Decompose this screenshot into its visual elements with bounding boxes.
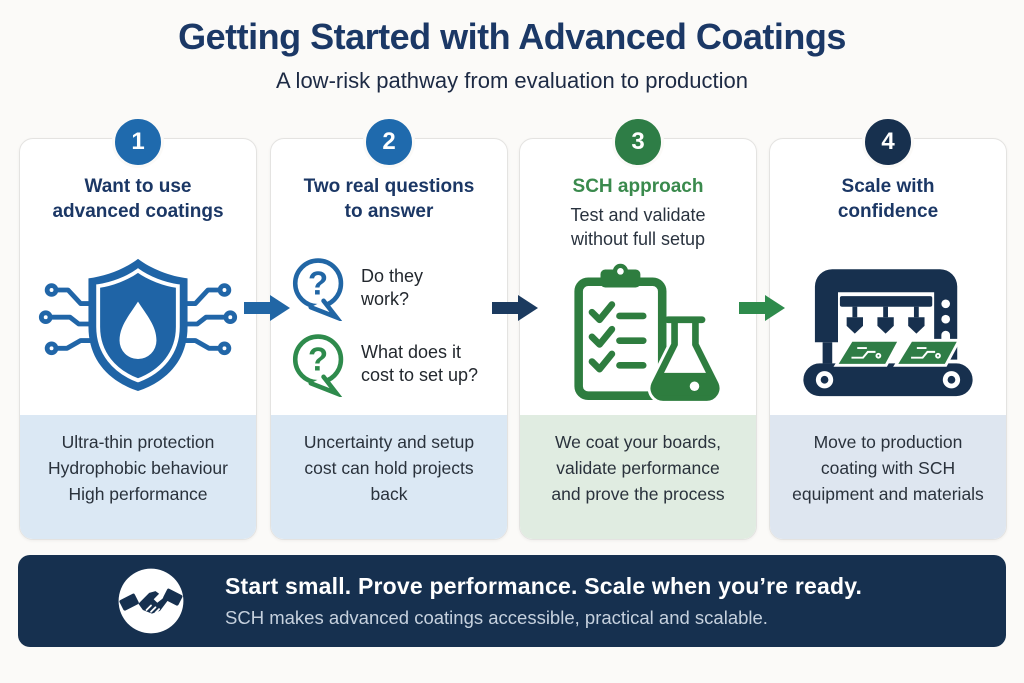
page-subtitle: A low-risk pathway from evaluation to pr… [275, 68, 748, 93]
shield-droplet-circuit-icon [38, 258, 238, 392]
step-4-title: Scale with confidence [837, 176, 939, 222]
clipboard-flask-icon [574, 263, 723, 404]
step-2-number-badge: 2 [363, 116, 415, 168]
step-card-4: 4 Scale with confidence [769, 116, 1007, 540]
step-4-number-badge: 4 [862, 116, 914, 168]
step-3-summary: We coat your boards, validate performanc… [520, 415, 756, 539]
flask-liquid [654, 372, 716, 396]
banner-title: Start small. Prove performance. Scale wh… [225, 573, 863, 599]
question-label: Do they work? [361, 265, 424, 309]
step-3-icon-zone [520, 255, 756, 413]
summary-banner: Start small. Prove performance. Scale wh… [18, 555, 1006, 647]
step-1-number-badge: 1 [112, 116, 164, 168]
checklist-icon [588, 301, 647, 373]
step-2-title: Two real questions to answer [303, 176, 475, 222]
flow-arrow-icon [739, 295, 785, 321]
step-3-number-badge: 3 [612, 116, 664, 168]
step-2-summary: Uncertainty and setup cost can hold proj… [271, 415, 507, 539]
step-1-title: Want to use advanced coatings [52, 176, 224, 222]
banner-text: Start small. Prove performance. Scale wh… [225, 573, 862, 629]
step-3-subtitle: Test and validate without full setup [570, 204, 706, 249]
step-card-3: 3 SCH approach Test and validate without… [519, 116, 757, 540]
conveyor-belt [803, 363, 973, 397]
flow-arrow-icon [244, 295, 290, 321]
coating-machine-icon [803, 269, 973, 397]
question-row: ? What does it cost to set up? [287, 331, 503, 397]
step-1-summary: Ultra-thin protection Hydrophobic behavi… [20, 415, 256, 539]
svg-text:?: ? [308, 340, 328, 377]
step-1-icon-zone [20, 235, 256, 413]
droplet-icon [119, 301, 157, 359]
step-card-2: 2 Two real questions to answer ? Do they… [270, 116, 508, 540]
question-row: ? Do they work? [287, 255, 503, 321]
page-title: Getting Started with Advanced Coatings [178, 16, 846, 57]
svg-text:?: ? [308, 264, 328, 301]
banner-subtitle: SCH makes advanced coatings accessible, … [225, 607, 768, 628]
step-4-summary: Move to production coating with SCH equi… [770, 415, 1006, 539]
handshake-icon [115, 565, 187, 637]
step-4-icon-zone [770, 235, 1006, 413]
step-3-title: SCH approach [572, 176, 704, 197]
pcb-icon [833, 338, 962, 367]
question-bubble-icon: ? [292, 258, 344, 321]
question-label: What does it cost to set up? [361, 341, 479, 385]
step-card-1: 1 Want to use advanced coatings Ultra-th… [19, 116, 257, 540]
flow-arrow-icon [492, 295, 538, 321]
questions-list: ? Do they work? ? What does it cost to s… [287, 239, 503, 413]
question-bubble-icon: ? [292, 334, 344, 397]
